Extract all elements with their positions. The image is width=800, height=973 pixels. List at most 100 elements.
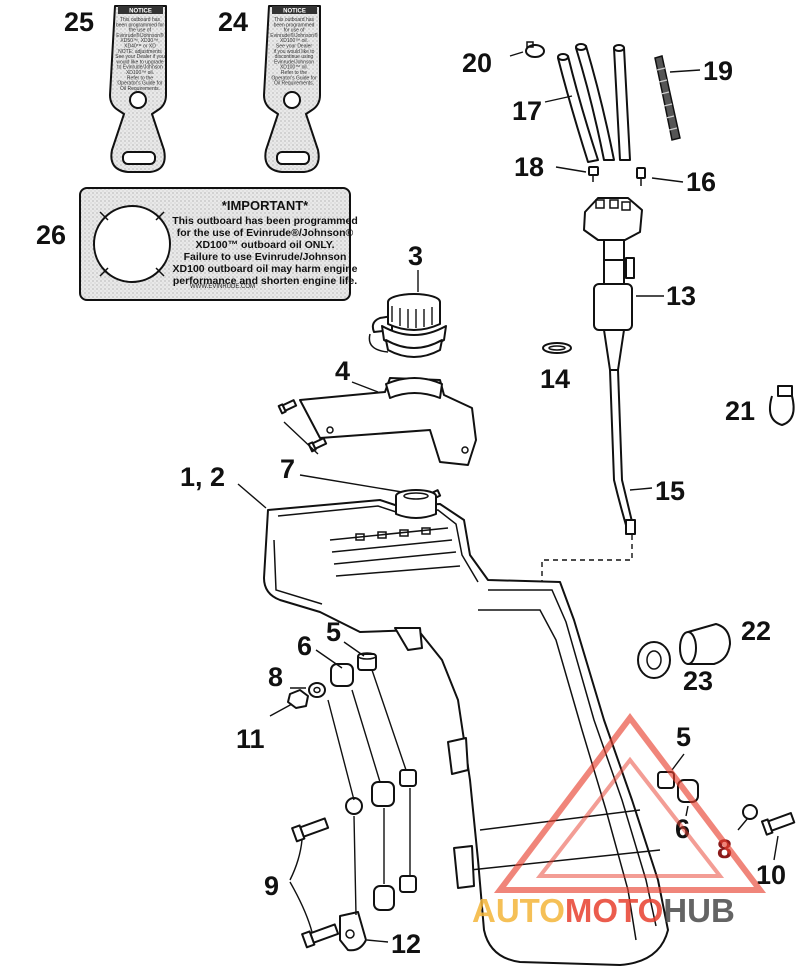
callout-23: 23 xyxy=(683,666,713,696)
callout-19: 19 xyxy=(703,56,733,86)
callout-10: 10 xyxy=(756,860,786,890)
callout-7: 7 xyxy=(280,454,295,484)
decal-important-26: *IMPORTANT* This outboard has been progr… xyxy=(79,187,358,301)
callout-14: 14 xyxy=(540,364,570,394)
callout-17: 17 xyxy=(512,96,542,126)
text-line: discontinue using xyxy=(275,54,314,60)
callout-15: 15 xyxy=(655,476,685,506)
text-line: Evinrude/Johnson xyxy=(274,59,314,65)
bolt-9a xyxy=(291,817,330,843)
text-line: performance and shorten engine life. xyxy=(173,275,357,287)
callout-5-right: 5 xyxy=(676,722,691,752)
spacer-5c xyxy=(399,875,417,893)
callout-12: 12 xyxy=(391,929,421,959)
callout-5-left: 5 xyxy=(326,617,341,647)
text-line: XD100 outboard oil may harm engine xyxy=(173,263,358,275)
washer-8-right xyxy=(742,804,758,820)
text-line: Operator's Guide for xyxy=(271,75,316,81)
automotohub-watermark: AUTOMOTOHUB xyxy=(472,713,767,929)
text-line: for use of xyxy=(284,28,305,34)
text-line: been programmed for xyxy=(116,22,164,28)
text-line: See your Dealer if you xyxy=(115,54,165,60)
grommet-6a xyxy=(330,663,354,687)
callout-16: 16 xyxy=(686,167,716,197)
nut-11 xyxy=(287,689,309,709)
clip-12 xyxy=(339,911,367,952)
text-line: been programmed xyxy=(274,22,315,28)
washer-8b xyxy=(345,797,363,815)
callout-25: 25 xyxy=(64,7,94,37)
text-line: This outboard has xyxy=(120,17,161,23)
watermark-auto: AUTO xyxy=(472,892,565,929)
text-line: NOTE: adjustments xyxy=(118,49,162,55)
clamp-20 xyxy=(525,41,545,58)
text-line: Refer to the xyxy=(281,70,307,76)
callout-3: 3 xyxy=(408,241,423,271)
svg-text:AUTOMOTOHUB: AUTOMOTOHUB xyxy=(472,892,735,929)
grommet-6c xyxy=(373,885,395,911)
grommet-stack-left xyxy=(287,652,417,952)
braided-sleeve-19 xyxy=(654,55,681,141)
text-line: XD100™ oil. xyxy=(280,38,308,44)
oil-hoses-17 xyxy=(557,43,631,163)
text-line: Refer to the xyxy=(127,75,153,81)
screw-16 xyxy=(636,167,646,186)
o-ring-14 xyxy=(542,342,572,354)
text-line: for the use of Evinrude®/Johnson® xyxy=(177,227,354,239)
callout-11: 11 xyxy=(236,724,265,754)
callout-26: 26 xyxy=(36,220,66,250)
text-line: XD100™ oil. xyxy=(280,65,308,71)
text-line: to Evinrude/Johnson xyxy=(117,65,163,71)
text-line: Oil Requirements. xyxy=(120,86,160,92)
callout-1-2: 1, 2 xyxy=(180,462,225,492)
callout-13: 13 xyxy=(666,281,696,311)
text-line: XD100™ oil. xyxy=(126,70,154,76)
text-line: This outboard has xyxy=(274,17,315,23)
text-line: See your Dealer xyxy=(276,44,312,50)
text-line: Evinrude®/Johnson® xyxy=(116,32,164,39)
callout-18: 18 xyxy=(514,152,544,182)
tag-25-notice: NOTICE xyxy=(129,9,152,15)
important-title: *IMPORTANT* xyxy=(222,198,309,213)
grommet-23 xyxy=(637,641,671,679)
callout-8-left: 8 xyxy=(268,662,283,692)
spacer-5b xyxy=(399,769,417,787)
text-line: Oil Requirements. xyxy=(274,81,314,87)
text-line: would like to upgrade xyxy=(116,59,163,65)
filler-cap-3 xyxy=(368,293,447,358)
fitting-22 xyxy=(679,623,731,665)
hose-clamp-21 xyxy=(769,385,795,426)
text-line: XD100™ outboard oil ONLY. xyxy=(195,239,334,251)
bolt-9b xyxy=(301,923,340,949)
text-line: if you would like to xyxy=(274,49,315,55)
screw-18 xyxy=(588,166,599,182)
text-line: the use of xyxy=(129,28,152,34)
watermark-hub: HUB xyxy=(663,892,735,929)
text-line: XD40™ or XD xyxy=(124,44,156,50)
probe-15 xyxy=(609,369,636,535)
text-line: This outboard has been programmed xyxy=(172,215,358,227)
text-line: XD50™, XD30™, xyxy=(120,38,159,44)
callout-6-left: 6 xyxy=(297,631,312,661)
text-line: Failure to use Evinrude/Johnson xyxy=(184,251,347,263)
callout-21: 21 xyxy=(725,396,755,426)
text-line: Operator's Guide for xyxy=(117,81,162,87)
callout-24: 24 xyxy=(218,7,248,37)
grommet-6b xyxy=(371,781,395,807)
important-url: WWW.EVINRUDE.COM xyxy=(190,284,255,290)
text-line: Evinrude®/Johnson® xyxy=(270,32,318,39)
spacer-5a xyxy=(357,652,377,671)
callout-22: 22 xyxy=(741,616,771,646)
oil-level-sender-13 xyxy=(583,197,643,371)
tag-24-notice: NOTICE xyxy=(283,9,306,15)
callout-4: 4 xyxy=(335,356,350,386)
bracket-4 xyxy=(299,377,477,466)
callout-20: 20 xyxy=(462,48,492,78)
callout-9: 9 xyxy=(264,871,279,901)
bolt-10 xyxy=(760,812,796,836)
